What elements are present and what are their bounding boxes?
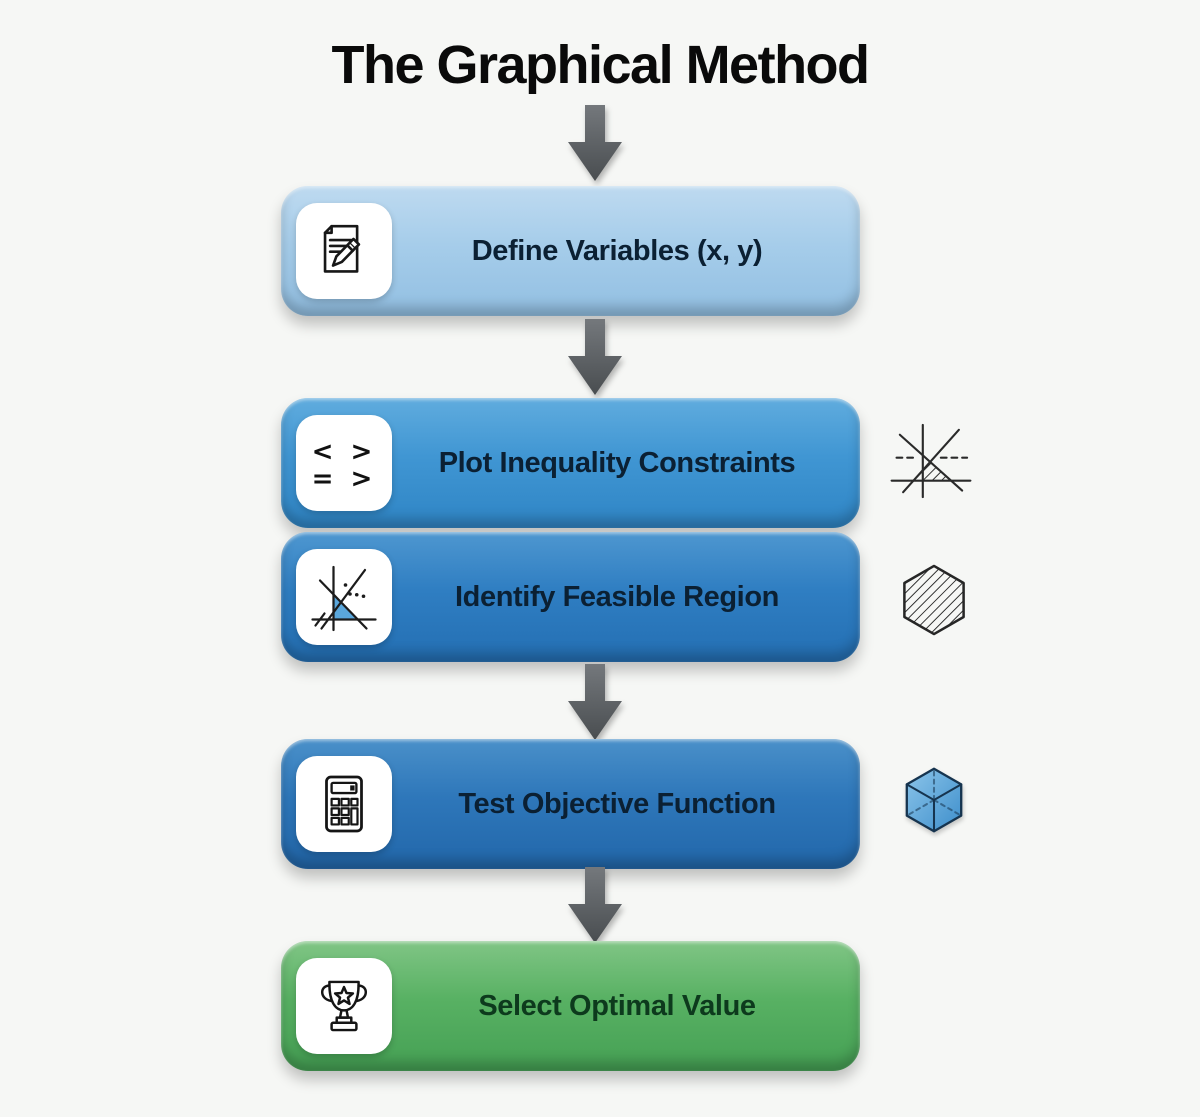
down-arrow xyxy=(568,867,622,943)
constraint-lines-sketch-icon xyxy=(890,423,972,499)
feasible-region-plot-icon xyxy=(311,565,377,632)
trophy-star-icon xyxy=(320,980,368,1032)
down-arrow xyxy=(568,664,622,740)
step-label: Identify Feasible Region xyxy=(455,580,779,613)
step-icon-tile xyxy=(296,958,392,1054)
svg-text:= >: = > xyxy=(312,464,377,494)
step-label: Define Variables (x, y) xyxy=(471,234,763,267)
down-arrow xyxy=(568,105,622,181)
step-select-optimal-value: Select Optimal Value xyxy=(281,941,860,1071)
page-title: The Graphical Method xyxy=(331,35,870,95)
step-label: Plot Inequality Constraints xyxy=(438,446,796,479)
document-pencil-icon xyxy=(323,224,361,273)
hatched-hexagon-icon xyxy=(903,564,965,636)
down-arrow xyxy=(568,319,622,395)
step-icon-tile xyxy=(296,756,392,852)
step-icon-tile xyxy=(296,203,392,299)
step-label: Test Objective Function xyxy=(458,787,776,820)
step-icon-tile xyxy=(296,549,392,645)
step-label: Select Optimal Value xyxy=(478,989,756,1022)
calculator-icon xyxy=(325,775,363,833)
step-identify-feasible-region: Identify Feasible Region xyxy=(281,532,860,662)
inequality-symbols-icon: < > = > xyxy=(312,437,377,494)
shaded-cube-icon xyxy=(905,767,963,833)
svg-text:< >: < > xyxy=(312,437,377,467)
step-test-objective-function: Test Objective Function xyxy=(281,739,860,869)
step-define-variables: Define Variables (x, y) xyxy=(281,186,860,316)
step-icon-tile: < > = > xyxy=(296,415,392,511)
step-plot-inequality-constraints: < > = > Plot Inequality Constraints xyxy=(281,398,860,528)
